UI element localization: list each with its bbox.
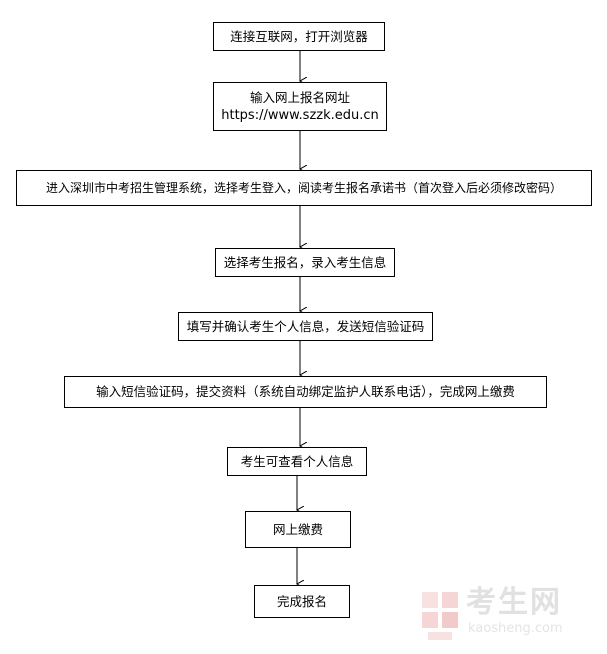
step-confirm-info: 填写并确认考生个人信息，发送短信验证码: [178, 312, 433, 341]
watermark-brand-cn: 考生网: [466, 585, 562, 620]
step-text: 考生可查看个人信息: [240, 453, 354, 469]
step-text: 选择考生报名，录入考生信息: [223, 254, 387, 270]
step-complete: 完成报名: [254, 585, 350, 618]
step-text: 输入网上报名网址: [249, 89, 350, 105]
step-enter-info: 选择考生报名，录入考生信息: [215, 248, 395, 277]
step-text: 进入深圳市中考招生管理系统，选择考生登入，阅读考生报名承诺书（首次登入后必须修改…: [45, 181, 562, 195]
step-text: 填写并确认考生个人信息，发送短信验证码: [186, 318, 425, 334]
step-url: https://www.szzk.edu.cn: [221, 107, 379, 123]
step-text: 连接互联网，打开浏览器: [230, 28, 368, 44]
step-online-payment: 网上缴费: [245, 511, 351, 548]
watermark-brand-en: kaosheng.com: [468, 621, 563, 636]
step-text: 网上缴费: [272, 521, 323, 537]
step-login-system: 进入深圳市中考招生管理系统，选择考生登入，阅读考生报名承诺书（首次登入后必须修改…: [16, 170, 592, 206]
step-enter-url: 输入网上报名网址 https://www.szzk.edu.cn: [213, 82, 387, 131]
watermark-logo-icon: [422, 592, 458, 640]
step-connect-internet: 连接互联网，打开浏览器: [213, 22, 385, 51]
watermark: 考生网 kaosheng.com: [418, 586, 598, 646]
step-submit-materials: 输入短信验证码，提交资料（系统自动绑定监护人联系电话），完成网上缴费: [64, 376, 547, 408]
step-text: 完成报名: [276, 593, 327, 609]
step-text: 输入短信验证码，提交资料（系统自动绑定监护人联系电话），完成网上缴费: [96, 384, 515, 399]
step-view-info: 考生可查看个人信息: [227, 447, 367, 476]
